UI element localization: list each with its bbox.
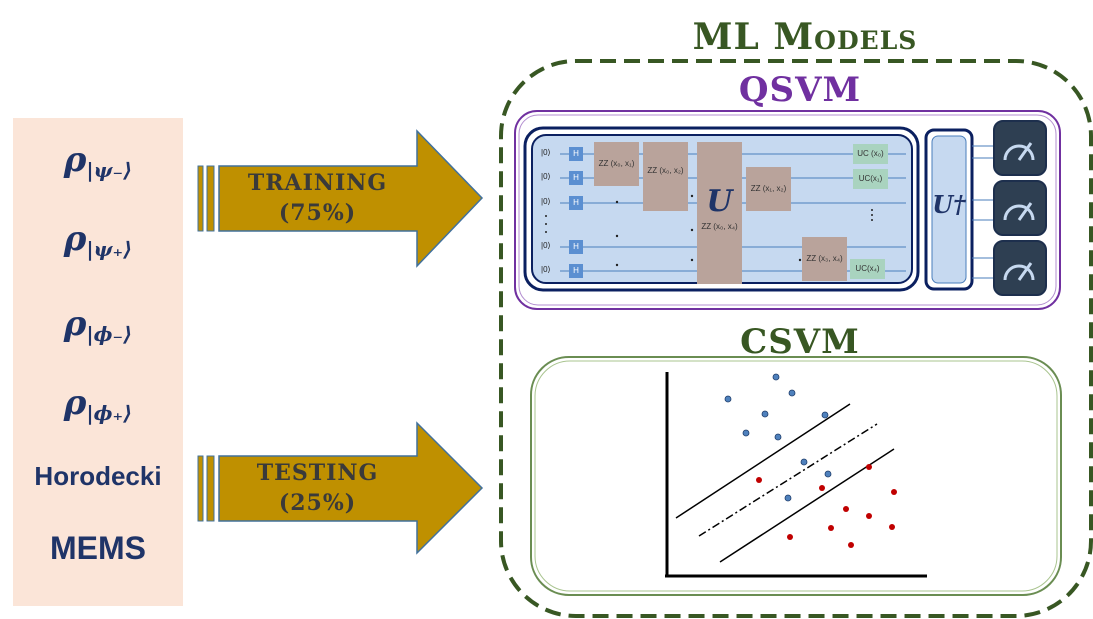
class-a-points: [724, 373, 832, 502]
zz-gate-34: ZZ (x₃, x₄): [802, 237, 847, 281]
hadamard-gate: H: [569, 240, 583, 254]
u-dagger-label: U†: [932, 190, 966, 219]
svm-hyperplanes: [675, 403, 895, 563]
qubit-label: |0⟩: [541, 241, 551, 250]
state-psi-minus: ρ|ψ₋⟩: [63, 140, 133, 182]
uc-gate-1: UC(x₁): [853, 169, 888, 189]
hadamard-gate: H: [569, 171, 583, 185]
state-phi-plus: ρ|ϕ₊⟩: [63, 383, 133, 425]
testing-label: TESTING (25%): [256, 460, 379, 516]
hadamard-gate: H: [569, 147, 583, 161]
measurement-meter-2: [993, 180, 1047, 236]
hadamard-gate: H: [569, 264, 583, 278]
state-horodecki: Horodecki: [34, 461, 162, 491]
hadamard-gate: H: [569, 196, 583, 210]
csvm-box: [530, 356, 1062, 596]
zz-gate-02: ZZ (x₀, x₂): [643, 142, 688, 211]
qubit-label: |0⟩: [541, 148, 551, 157]
circuit-dots: [545, 194, 873, 267]
zz-gate-01: ZZ (x₀, x₁): [594, 142, 639, 186]
class-b-points: [756, 464, 897, 548]
training-arrow: [197, 129, 484, 268]
uc-gate-4: UC(x₄): [850, 259, 885, 279]
u-gate: [697, 142, 742, 284]
training-label: TRAINING (75%): [247, 170, 388, 226]
svm-axes: [665, 372, 927, 578]
state-psi-plus: ρ|ψ₊⟩: [63, 219, 133, 261]
zz-gate-04: ZZ (x₀, x₄): [701, 222, 738, 231]
quantum-states-panel: ρ|ψ₋⟩ ρ|ψ₊⟩ ρ|ϕ₋⟩ ρ|ϕ₊⟩ Horodecki MEMS: [13, 118, 183, 606]
state-mems: MEMS: [50, 530, 146, 566]
qubit-label: |0⟩: [541, 172, 551, 181]
qsvm-box: [514, 110, 1061, 310]
qubit-label: |0⟩: [541, 197, 551, 206]
csvm-title: CSVM: [740, 322, 860, 362]
ml-models-container: [499, 59, 1093, 618]
uc-gate-0: UC (x₀): [853, 144, 888, 164]
qsvm-title: QSVM: [738, 70, 862, 110]
u-gate-label: U: [706, 184, 733, 219]
state-phi-minus: ρ|ϕ₋⟩: [63, 304, 133, 346]
measurement-meter-1: [993, 120, 1047, 176]
qubit-label: |0⟩: [541, 265, 551, 274]
zz-gate-12: ZZ (x₁, x₂): [746, 167, 791, 211]
ml-models-title: ML Models: [692, 16, 918, 58]
measurement-meter-3: [993, 240, 1047, 296]
testing-arrow: [197, 421, 484, 555]
